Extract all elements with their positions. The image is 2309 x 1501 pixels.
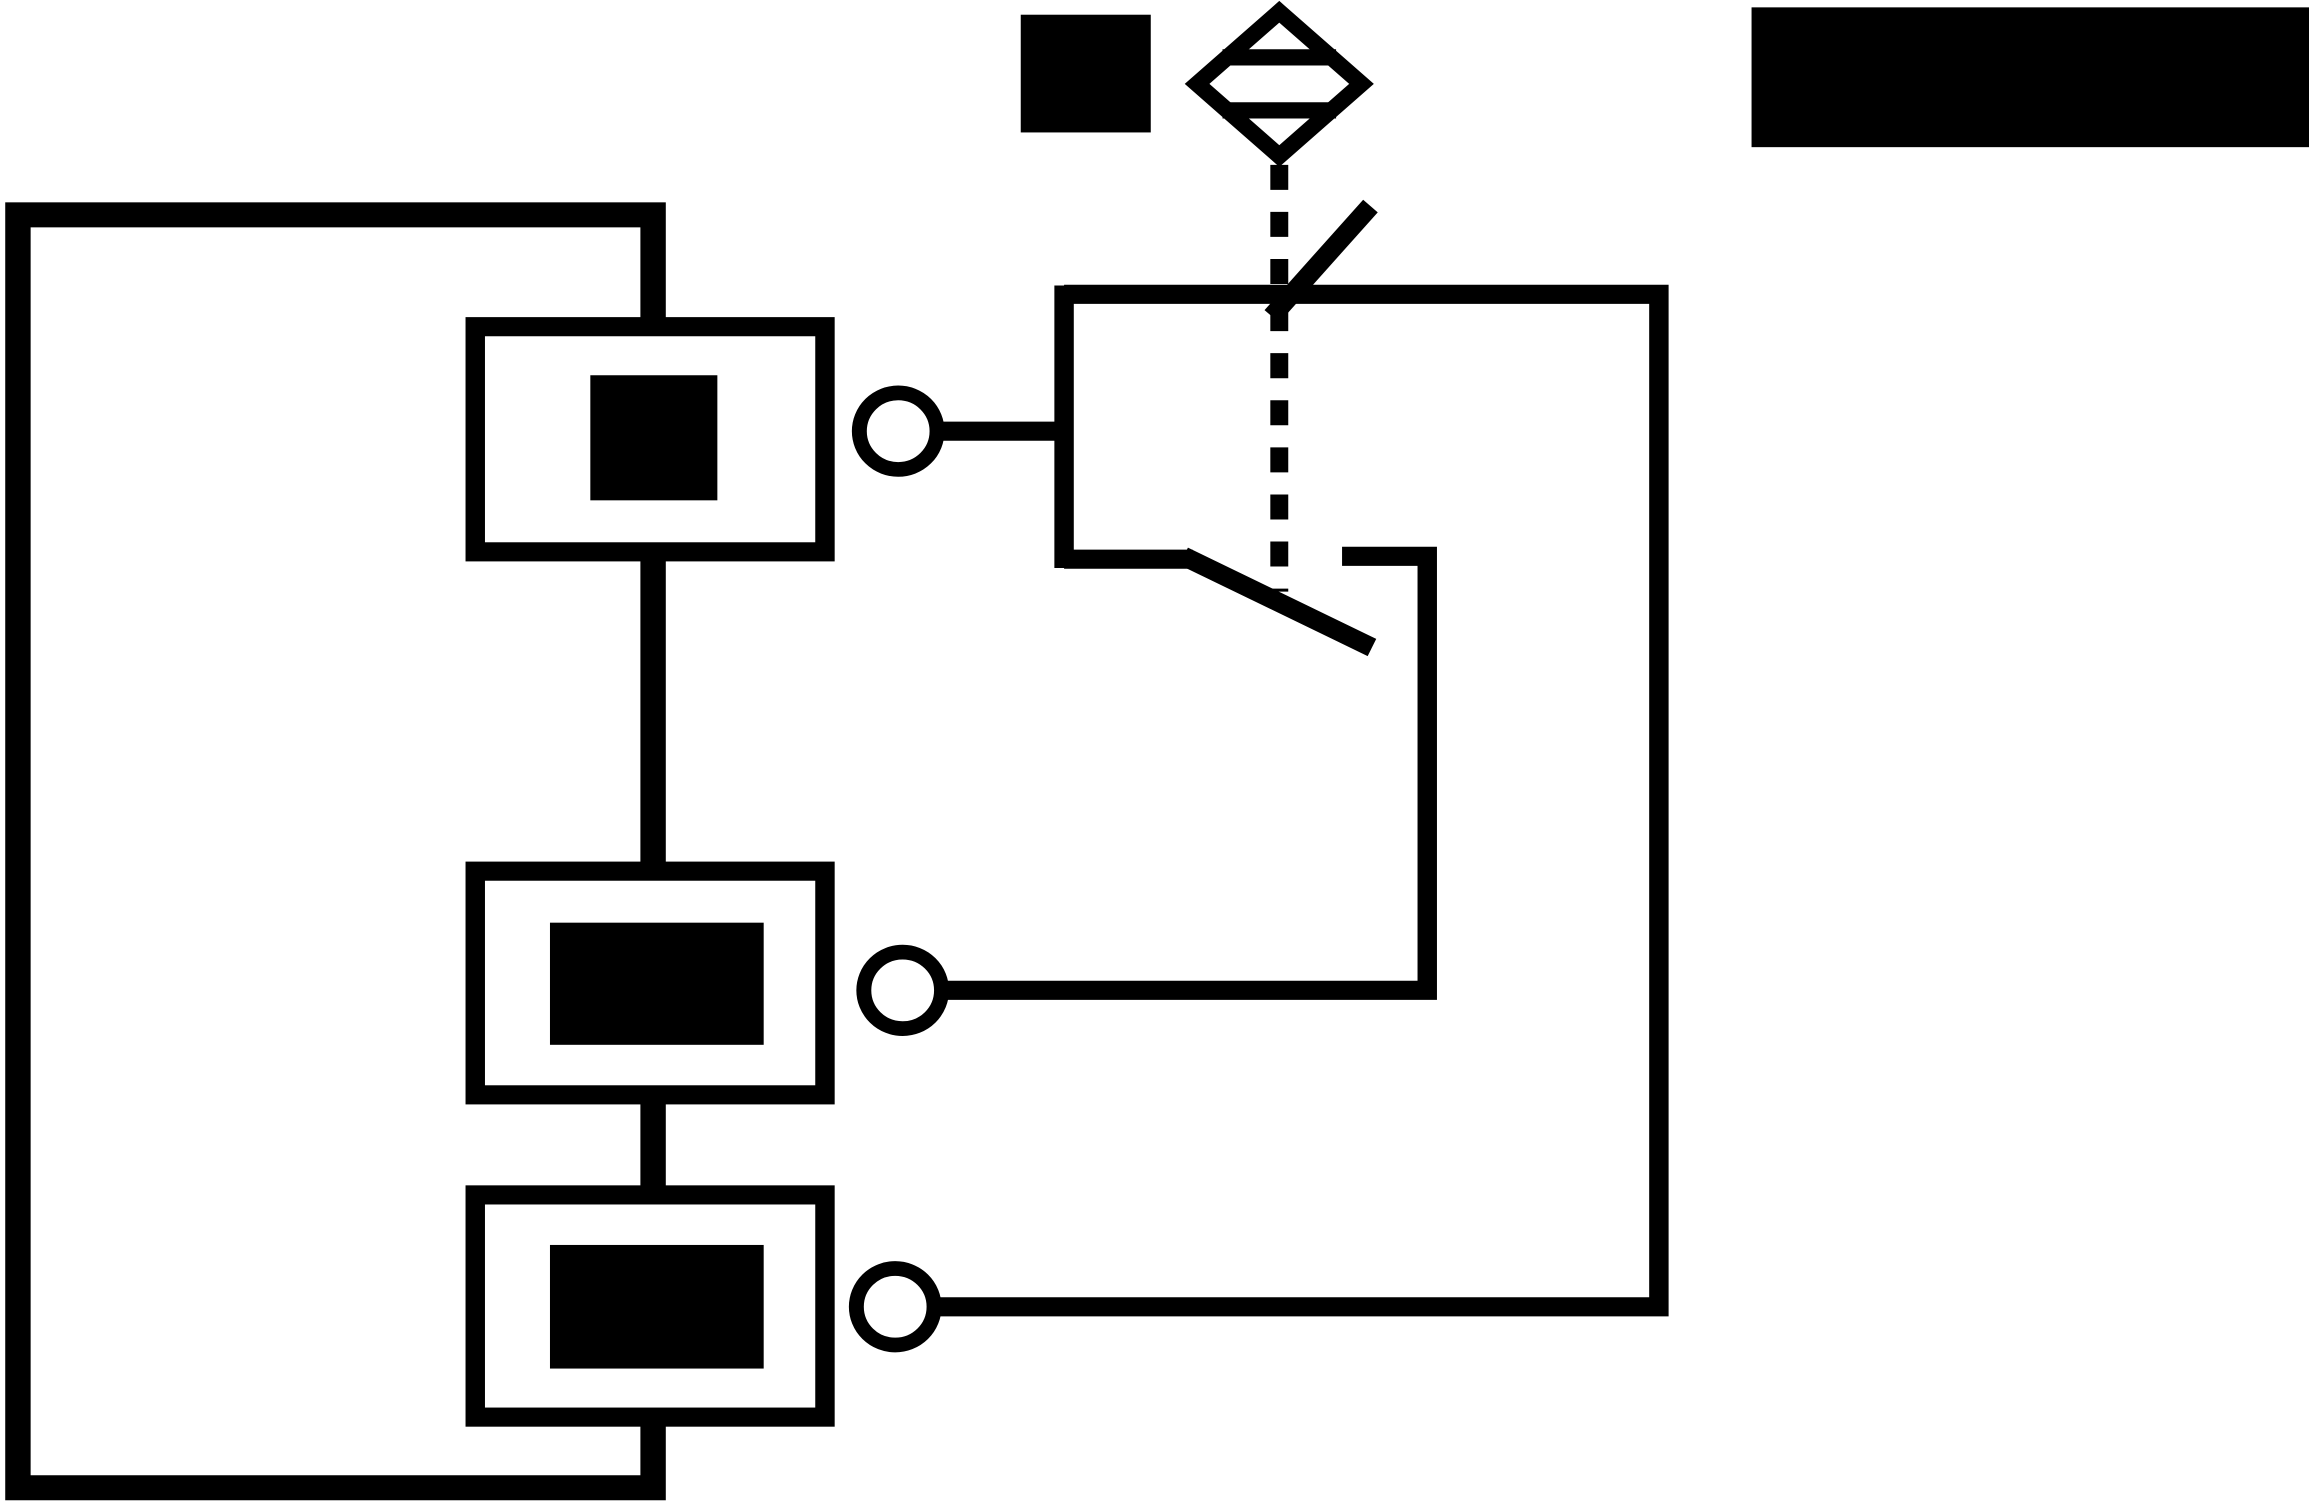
component-box-3-core xyxy=(549,1244,764,1369)
wire-top-contact-to-terminal-3 xyxy=(934,284,1669,1317)
title-block-bar xyxy=(1751,7,2309,148)
legend-square-symbol xyxy=(1020,14,1151,133)
component-box-1 xyxy=(465,317,835,562)
switch-lower-blade xyxy=(1179,547,1377,657)
component-box-1-core xyxy=(590,375,718,501)
wire-lower-contact-to-terminal-2 xyxy=(941,546,1437,1000)
switch-upper-blade xyxy=(1264,199,1378,323)
terminal-circle-3 xyxy=(848,1261,942,1353)
diamond-outline xyxy=(1184,0,1374,167)
terminal-circle-1 xyxy=(851,385,945,477)
series-loop-wire xyxy=(5,202,666,1501)
actuator-diamond-symbol xyxy=(1184,0,1374,167)
component-box-1-outline xyxy=(465,317,835,562)
component-box-2 xyxy=(465,861,835,1105)
component-box-3 xyxy=(465,1185,835,1427)
changeover-switch xyxy=(1054,199,1378,657)
component-box-2-core xyxy=(549,922,764,1045)
terminal-circle-2 xyxy=(856,944,950,1036)
solid-square-icon xyxy=(1020,14,1151,133)
